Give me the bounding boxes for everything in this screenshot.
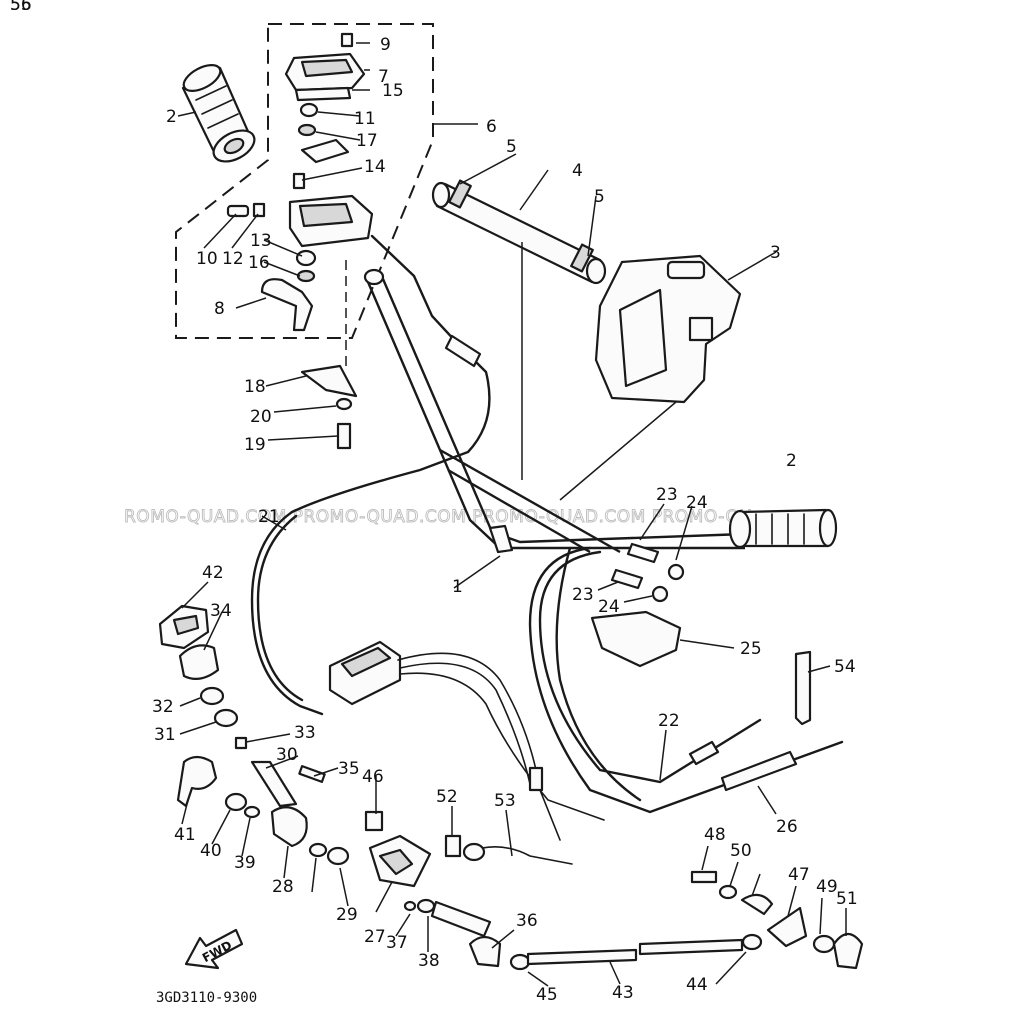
callout-53: 53 <box>494 791 516 811</box>
lower-left-parts <box>158 604 350 866</box>
callout-24: 24 <box>686 493 708 513</box>
callout-24: 24 <box>598 597 620 617</box>
callout-32: 32 <box>152 697 174 717</box>
left-grip <box>181 64 256 163</box>
callout-8: 8 <box>214 299 225 319</box>
switch-assembly-parts <box>226 32 374 450</box>
callout-23: 23 <box>656 485 678 505</box>
callout-20: 20 <box>250 407 272 427</box>
callout-38: 38 <box>418 951 440 971</box>
callout-39: 39 <box>234 853 256 873</box>
callout-26: 26 <box>776 817 798 837</box>
cable-tie <box>794 650 812 726</box>
callout-6: 6 <box>486 117 497 137</box>
callout-22: 22 <box>658 711 680 731</box>
watermark-text: ROMO-QUAD.COM PROMO-QUAD.COM PROMO-QUAD.… <box>124 507 752 527</box>
lower-center-parts <box>364 810 573 971</box>
callout-numbers: 1223455678910111213141516171819202122232… <box>10 0 858 1005</box>
callout-10: 10 <box>196 249 218 269</box>
callout-29: 29 <box>336 905 358 925</box>
callout-3: 3 <box>770 243 781 263</box>
callout-2: 2 <box>166 107 177 127</box>
callout-19: 19 <box>244 435 266 455</box>
callout-50: 50 <box>730 841 752 861</box>
cable-adjuster-upper <box>444 334 482 368</box>
callout-42: 42 <box>202 563 224 583</box>
callout-21: 21 <box>258 507 280 527</box>
callout-33: 33 <box>294 723 316 743</box>
callout-41: 41 <box>174 825 196 845</box>
callout-48: 48 <box>704 825 726 845</box>
switch-assembly-group-outline <box>175 23 434 339</box>
callout-5: 5 <box>506 137 517 157</box>
callout-52: 52 <box>436 787 458 807</box>
callout-56: 56 <box>10 0 32 15</box>
leader-lines <box>177 42 847 987</box>
callout-55: 55 <box>10 0 32 15</box>
throttle-cable-upper <box>290 234 491 514</box>
callout-47: 47 <box>788 865 810 885</box>
callout-28: 28 <box>272 877 294 897</box>
cable-adjusters <box>610 542 685 603</box>
callout-49: 49 <box>816 877 838 897</box>
callout-4: 4 <box>572 161 583 181</box>
callout-34: 34 <box>210 601 232 621</box>
callout-54: 54 <box>834 657 856 677</box>
callout-18: 18 <box>244 377 266 397</box>
callout-16: 16 <box>248 253 270 273</box>
callout-2: 2 <box>786 451 797 471</box>
callout-37: 37 <box>386 933 408 953</box>
callout-15: 15 <box>382 81 404 101</box>
callout-25: 25 <box>740 639 762 659</box>
callout-36: 36 <box>516 911 538 931</box>
right-grip <box>728 508 838 549</box>
callout-12: 12 <box>222 249 244 269</box>
callout-35: 35 <box>338 759 360 779</box>
callout-13: 13 <box>250 231 272 251</box>
drawing-code: 3GD3110-9300 <box>156 990 257 1006</box>
callout-17: 17 <box>356 131 378 151</box>
callout-23: 23 <box>572 585 594 605</box>
callout-44: 44 <box>686 975 708 995</box>
handlebar <box>363 268 746 554</box>
callout-51: 51 <box>836 889 858 909</box>
callout-7: 7 <box>378 67 389 87</box>
lower-right-parts <box>526 870 864 970</box>
callout-5: 5 <box>594 187 605 207</box>
fwd-arrow-icon: FWD <box>184 928 244 970</box>
callout-31: 31 <box>154 725 176 745</box>
throttle-housing-cover <box>594 254 742 404</box>
callout-30: 30 <box>276 745 298 765</box>
handlebar-pad <box>431 179 607 285</box>
brake-switch <box>590 610 682 668</box>
callout-14: 14 <box>364 157 386 177</box>
callout-9: 9 <box>380 35 391 55</box>
callout-43: 43 <box>612 983 634 1003</box>
callout-27: 27 <box>364 927 386 947</box>
wire-harness-connector <box>328 640 605 841</box>
callout-1: 1 <box>452 577 463 597</box>
callout-11: 11 <box>354 109 376 129</box>
callout-46: 46 <box>362 767 384 787</box>
callout-45: 45 <box>536 985 558 1005</box>
cable-21 <box>250 510 324 716</box>
callout-40: 40 <box>200 841 222 861</box>
cable-22 <box>538 550 762 784</box>
